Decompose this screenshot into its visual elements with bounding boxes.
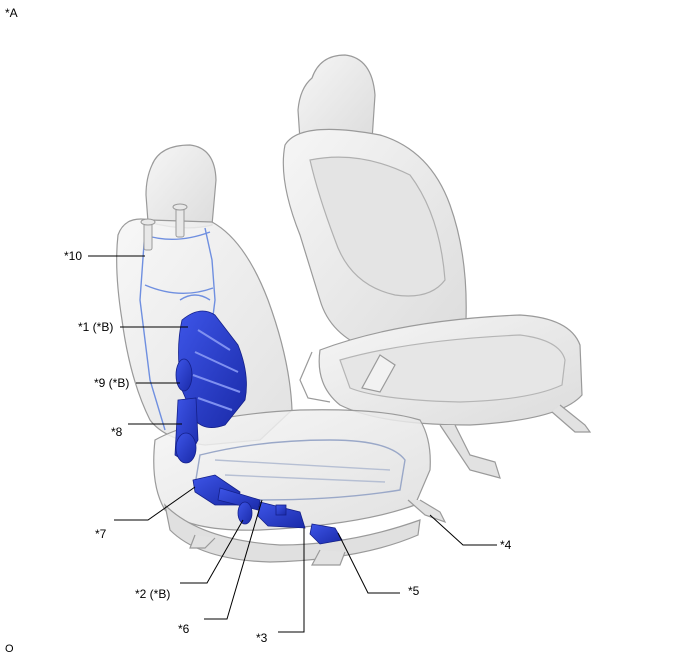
leader-line-3 (278, 528, 305, 633)
leader-line-4 (429, 514, 497, 546)
callout-9: *9 (*B) (94, 376, 130, 390)
headrest-stays (140, 203, 188, 251)
callout-2: *2 (*B) (135, 587, 171, 601)
seat-control-switch (237, 501, 253, 525)
reclining-adjuster-motor (309, 523, 343, 545)
callout-6: *6 (178, 622, 190, 636)
leader-line-6 (204, 499, 263, 620)
callout-10: *10 (64, 249, 83, 263)
view-label: *A (5, 6, 18, 20)
callout-7: *7 (95, 527, 107, 541)
callout-3: *3 (256, 631, 268, 645)
leader-line-7 (114, 486, 196, 521)
callout-1: *1 (*B) (78, 320, 114, 334)
leader-line-5 (337, 532, 400, 594)
leader-lines (88, 255, 497, 633)
right-seat (282, 54, 592, 479)
callout-5: *5 (408, 584, 420, 598)
callout-4: *4 (500, 538, 512, 552)
leader-line-2 (180, 519, 244, 584)
footer-code: O (5, 643, 14, 655)
lumbar-motor (175, 358, 193, 392)
backrest-lower-part (174, 397, 199, 464)
callout-8: *8 (111, 425, 123, 439)
